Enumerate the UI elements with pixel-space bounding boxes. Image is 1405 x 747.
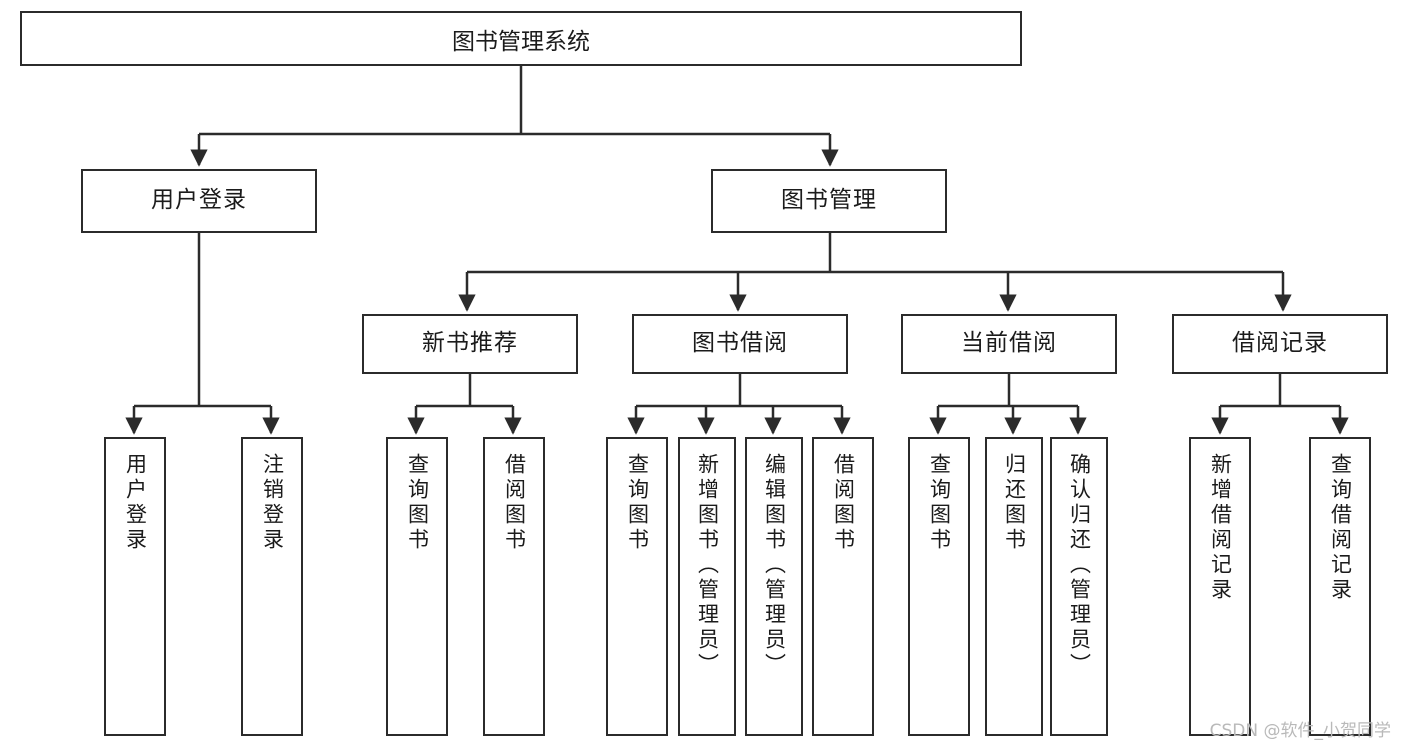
node-book-management-label: 图书管理 bbox=[781, 187, 877, 214]
leaf-add-borrow-record[interactable]: 新增借阅记录 bbox=[1189, 437, 1251, 736]
leaf-query-book-newbook[interactable]: 查询图书 bbox=[386, 437, 448, 736]
leaf-return-book-label: 归还图书 bbox=[1002, 453, 1027, 553]
leaf-query-book-newbook-label: 查询图书 bbox=[405, 453, 430, 553]
leaf-query-borrow-record[interactable]: 查询借阅记录 bbox=[1309, 437, 1371, 736]
leaf-edit-book-admin[interactable]: 编辑图书（管理员） bbox=[745, 437, 803, 736]
node-user-login[interactable]: 用户登录 bbox=[81, 169, 317, 233]
leaf-add-borrow-record-label: 新增借阅记录 bbox=[1208, 453, 1233, 603]
node-current-borrow-label: 当前借阅 bbox=[961, 330, 1057, 357]
node-borrow-record-label: 借阅记录 bbox=[1232, 330, 1328, 357]
leaf-user-login-label: 用户登录 bbox=[123, 453, 148, 553]
node-new-book-recommend[interactable]: 新书推荐 bbox=[362, 314, 578, 374]
leaf-query-book-borrow[interactable]: 查询图书 bbox=[606, 437, 668, 736]
leaf-confirm-return-admin[interactable]: 确认归还（管理员） bbox=[1050, 437, 1108, 736]
leaf-query-book-borrow-label: 查询图书 bbox=[625, 453, 650, 553]
node-borrow-record[interactable]: 借阅记录 bbox=[1172, 314, 1388, 374]
leaf-confirm-return-admin-label: 确认归还（管理员） bbox=[1067, 453, 1092, 678]
leaf-add-book-admin[interactable]: 新增图书（管理员） bbox=[678, 437, 736, 736]
leaf-logout-label: 注销登录 bbox=[260, 453, 285, 553]
leaf-query-borrow-record-label: 查询借阅记录 bbox=[1328, 453, 1353, 603]
node-book-borrow-label: 图书借阅 bbox=[692, 330, 788, 357]
node-book-borrow[interactable]: 图书借阅 bbox=[632, 314, 848, 374]
leaf-borrow-book-newbook-label: 借阅图书 bbox=[502, 453, 527, 553]
node-book-management[interactable]: 图书管理 bbox=[711, 169, 947, 233]
node-root-label: 图书管理系统 bbox=[452, 28, 590, 55]
node-user-login-label: 用户登录 bbox=[151, 187, 247, 214]
watermark: CSDN @软件_小贺同学 bbox=[1209, 721, 1391, 741]
leaf-logout[interactable]: 注销登录 bbox=[241, 437, 303, 736]
node-current-borrow[interactable]: 当前借阅 bbox=[901, 314, 1117, 374]
leaf-user-login[interactable]: 用户登录 bbox=[104, 437, 166, 736]
leaf-borrow-book-borrow-label: 借阅图书 bbox=[831, 453, 856, 553]
leaf-edit-book-admin-label: 编辑图书（管理员） bbox=[762, 453, 787, 678]
node-new-book-recommend-label: 新书推荐 bbox=[422, 330, 518, 357]
leaf-borrow-book-newbook[interactable]: 借阅图书 bbox=[483, 437, 545, 736]
leaf-add-book-admin-label: 新增图书（管理员） bbox=[695, 453, 720, 678]
leaf-query-book-current[interactable]: 查询图书 bbox=[908, 437, 970, 736]
leaf-borrow-book-borrow[interactable]: 借阅图书 bbox=[812, 437, 874, 736]
leaf-query-book-current-label: 查询图书 bbox=[927, 453, 952, 553]
node-root-system[interactable]: 图书管理系统 bbox=[20, 11, 1022, 66]
leaf-return-book[interactable]: 归还图书 bbox=[985, 437, 1043, 736]
